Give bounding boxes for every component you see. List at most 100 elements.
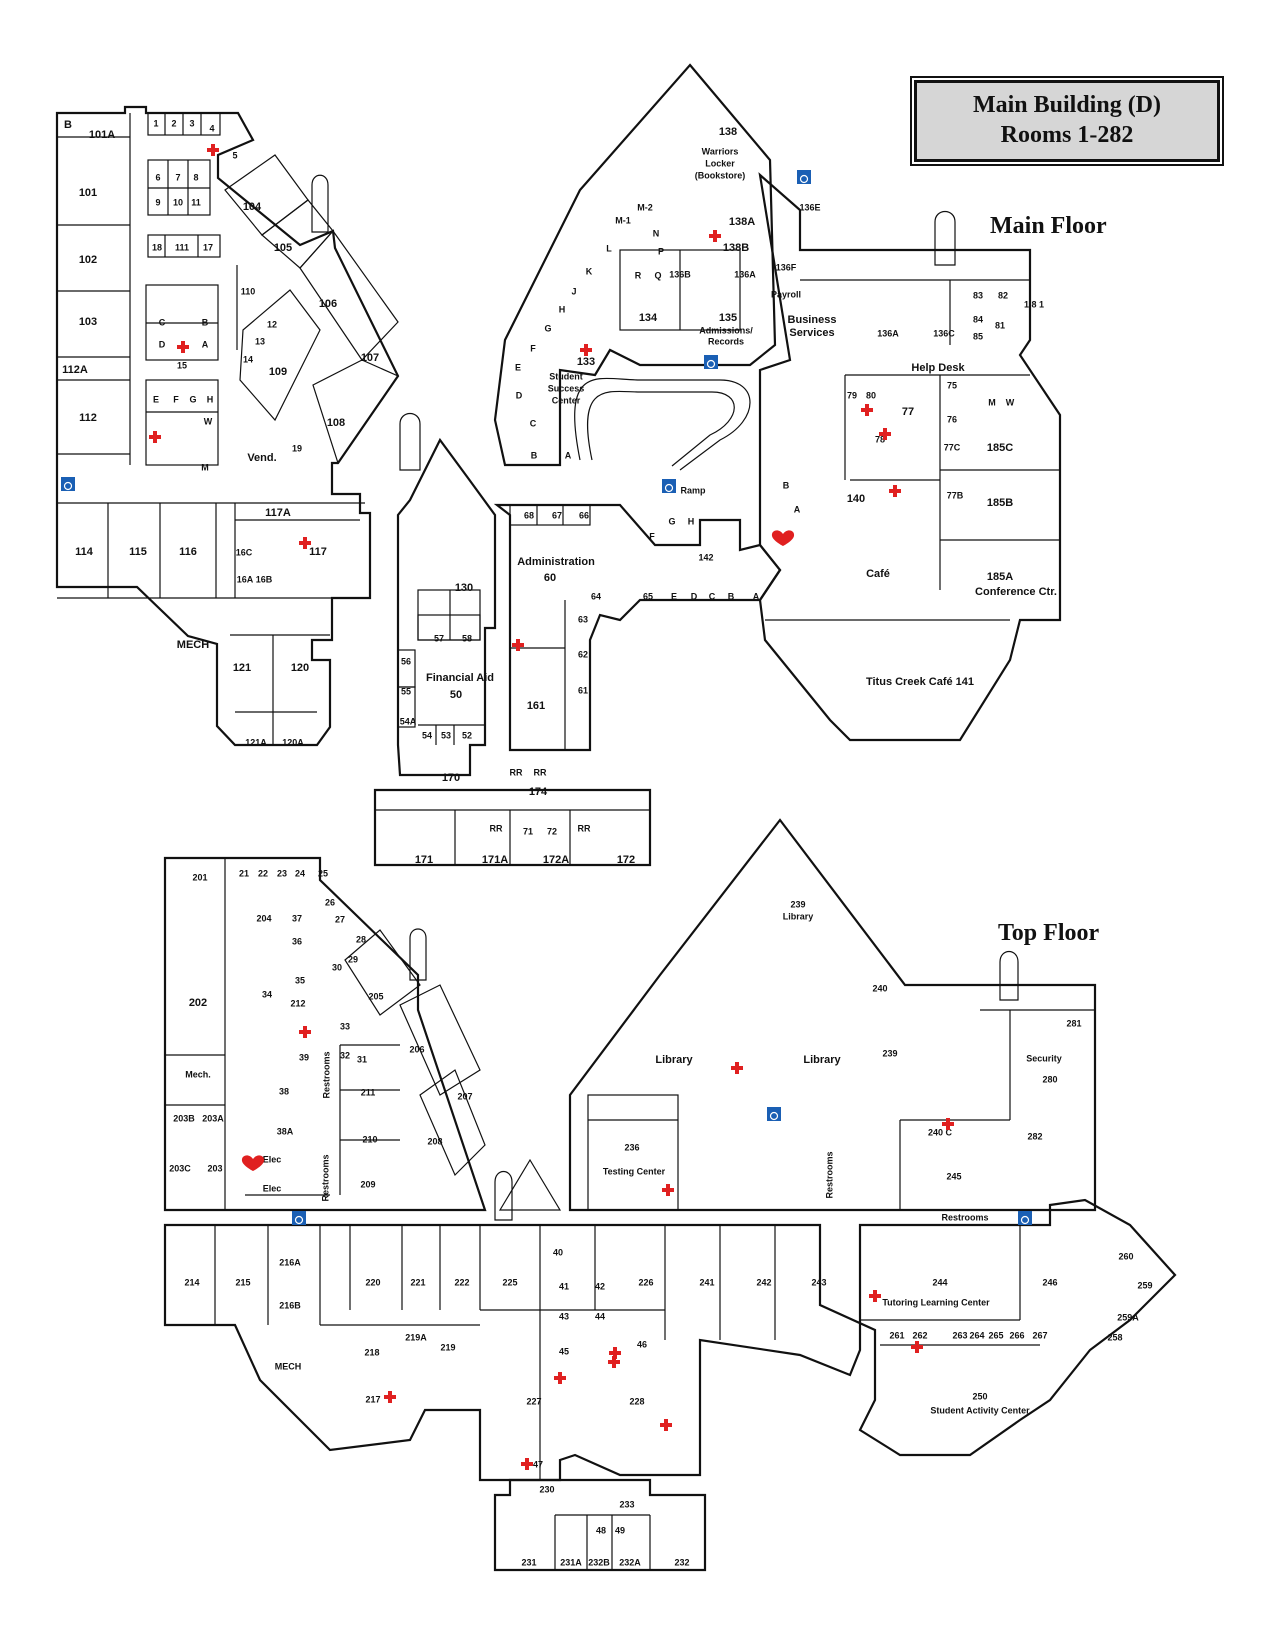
room-label: 10 [173, 197, 183, 207]
stairs-icon [311, 174, 1019, 1221]
room-label: 225 [502, 1277, 517, 1287]
room-label: 140 [847, 493, 865, 505]
room-label: 77 [902, 406, 914, 418]
room-label: 280 [1042, 1074, 1057, 1084]
room-label: 60 [544, 572, 556, 584]
wheelchair-icon [706, 359, 716, 369]
room-label: 29 [348, 954, 358, 964]
first-aid-cross-icon [911, 1341, 923, 1353]
room-label: 32 [340, 1050, 350, 1060]
room-label: 38A [277, 1126, 294, 1136]
first-aid-cross-icon [299, 1026, 311, 1038]
west-wing-outline [55, 105, 400, 747]
room-label: 27 [335, 914, 345, 924]
room-label: 116 [179, 546, 197, 558]
room-label: Financial Aid [426, 672, 494, 684]
room-label: 232A [619, 1557, 641, 1567]
room-label: 121A [245, 737, 267, 747]
room-label: 80 [866, 390, 876, 400]
room-label: 33 [340, 1021, 350, 1031]
room-label: Student Activity Center [930, 1405, 1030, 1415]
top-floor-labels: 201 21 22 23 24 25 26 27 28 29 30 204 37… [169, 868, 1152, 1567]
top-south-wing-outline [163, 1198, 1177, 1482]
room-label: 136A [877, 328, 899, 338]
room-label: 136B [669, 269, 691, 279]
room-label: 171 [415, 854, 433, 866]
room-label: C [159, 317, 166, 327]
room-label: 76 [947, 414, 957, 424]
room-label: 64 [591, 591, 601, 601]
room-label: 37 [292, 913, 302, 923]
room-label: E [671, 591, 677, 601]
room-label: Admissions/ [699, 325, 753, 335]
room-label: 282 [1027, 1131, 1042, 1141]
room-label: L [606, 243, 612, 253]
room-label: 77C [944, 442, 961, 452]
first-aid-cross-icon [731, 1062, 743, 1074]
room-label: 244 [932, 1277, 947, 1287]
room-label: E [515, 362, 521, 372]
room-label: 203B [173, 1113, 195, 1123]
room-label: 41 [559, 1281, 569, 1291]
room-label: 45 [559, 1346, 569, 1356]
first-aid-cross-icon [609, 1347, 621, 1359]
room-label: M-2 [637, 202, 653, 212]
room-label: 18 [152, 242, 162, 252]
room-label: 185C [987, 442, 1013, 454]
room-label: 112 [79, 412, 97, 424]
administration-outline [493, 503, 782, 752]
room-label: 246 [1042, 1277, 1057, 1287]
room-label: M-1 [615, 215, 631, 225]
room-label: 170 [442, 772, 460, 784]
room-label: 114 [75, 546, 94, 558]
room-label: 46 [637, 1339, 647, 1349]
room-label: W [1006, 397, 1015, 407]
room-label: F [530, 343, 536, 353]
room-label: 202 [189, 997, 207, 1009]
map-title-box: Main Building (D) Rooms 1-282 [914, 80, 1220, 162]
room-label: 104 [243, 201, 262, 213]
room-label: 65 [643, 591, 653, 601]
room-label: F [649, 531, 655, 541]
room-label: 3 [189, 118, 194, 128]
room-label: 52 [462, 730, 472, 740]
room-label: Tutoring Learning Center [882, 1297, 990, 1307]
room-label: 22 [258, 868, 268, 878]
room-label: MECH [275, 1361, 302, 1371]
room-label: 221 [410, 1277, 425, 1287]
room-label: 38 [279, 1086, 289, 1096]
room-label: 242 [756, 1277, 771, 1287]
room-label: 103 [79, 316, 97, 328]
room-label: 11 [191, 197, 201, 207]
room-label: 68 [524, 510, 534, 520]
room-label: 207 [457, 1091, 472, 1101]
room-label: 185B [987, 497, 1013, 509]
room-label: 108 [327, 417, 345, 429]
main-floor-labels: B 101A 101 102 103 112A 112 1 2 3 4 5 6 … [62, 118, 1057, 866]
room-label: 260 [1118, 1251, 1133, 1261]
first-aid-cross-icon [869, 1290, 881, 1302]
room-label: 227 [526, 1396, 541, 1406]
first-aid-cross-icon [861, 404, 873, 416]
room-label: 112A [62, 364, 88, 376]
room-label: J [571, 286, 576, 296]
first-aid-cross-icon [521, 1458, 533, 1470]
room-label: 138 [719, 126, 737, 138]
room-label: N [653, 228, 660, 238]
room-label: Restrooms [824, 1151, 834, 1198]
room-label: 13 [255, 336, 265, 346]
room-label: 15 [177, 360, 187, 370]
room-label: 210 [362, 1134, 377, 1144]
map-subtitle: Rooms 1-282 [1000, 122, 1134, 148]
room-label: 263 [952, 1330, 967, 1340]
room-label: 232 [674, 1557, 689, 1567]
wheelchair-icon [61, 477, 75, 491]
room-label: 161 [527, 700, 545, 712]
room-label: Library [803, 1054, 841, 1066]
room-label: 54 [422, 730, 432, 740]
top-west-upper-outline [163, 856, 487, 1212]
first-aid-cross-icon [207, 144, 219, 156]
room-label: 7 [175, 172, 180, 182]
room-label: 281 [1066, 1018, 1081, 1028]
room-label: 49 [615, 1525, 625, 1535]
